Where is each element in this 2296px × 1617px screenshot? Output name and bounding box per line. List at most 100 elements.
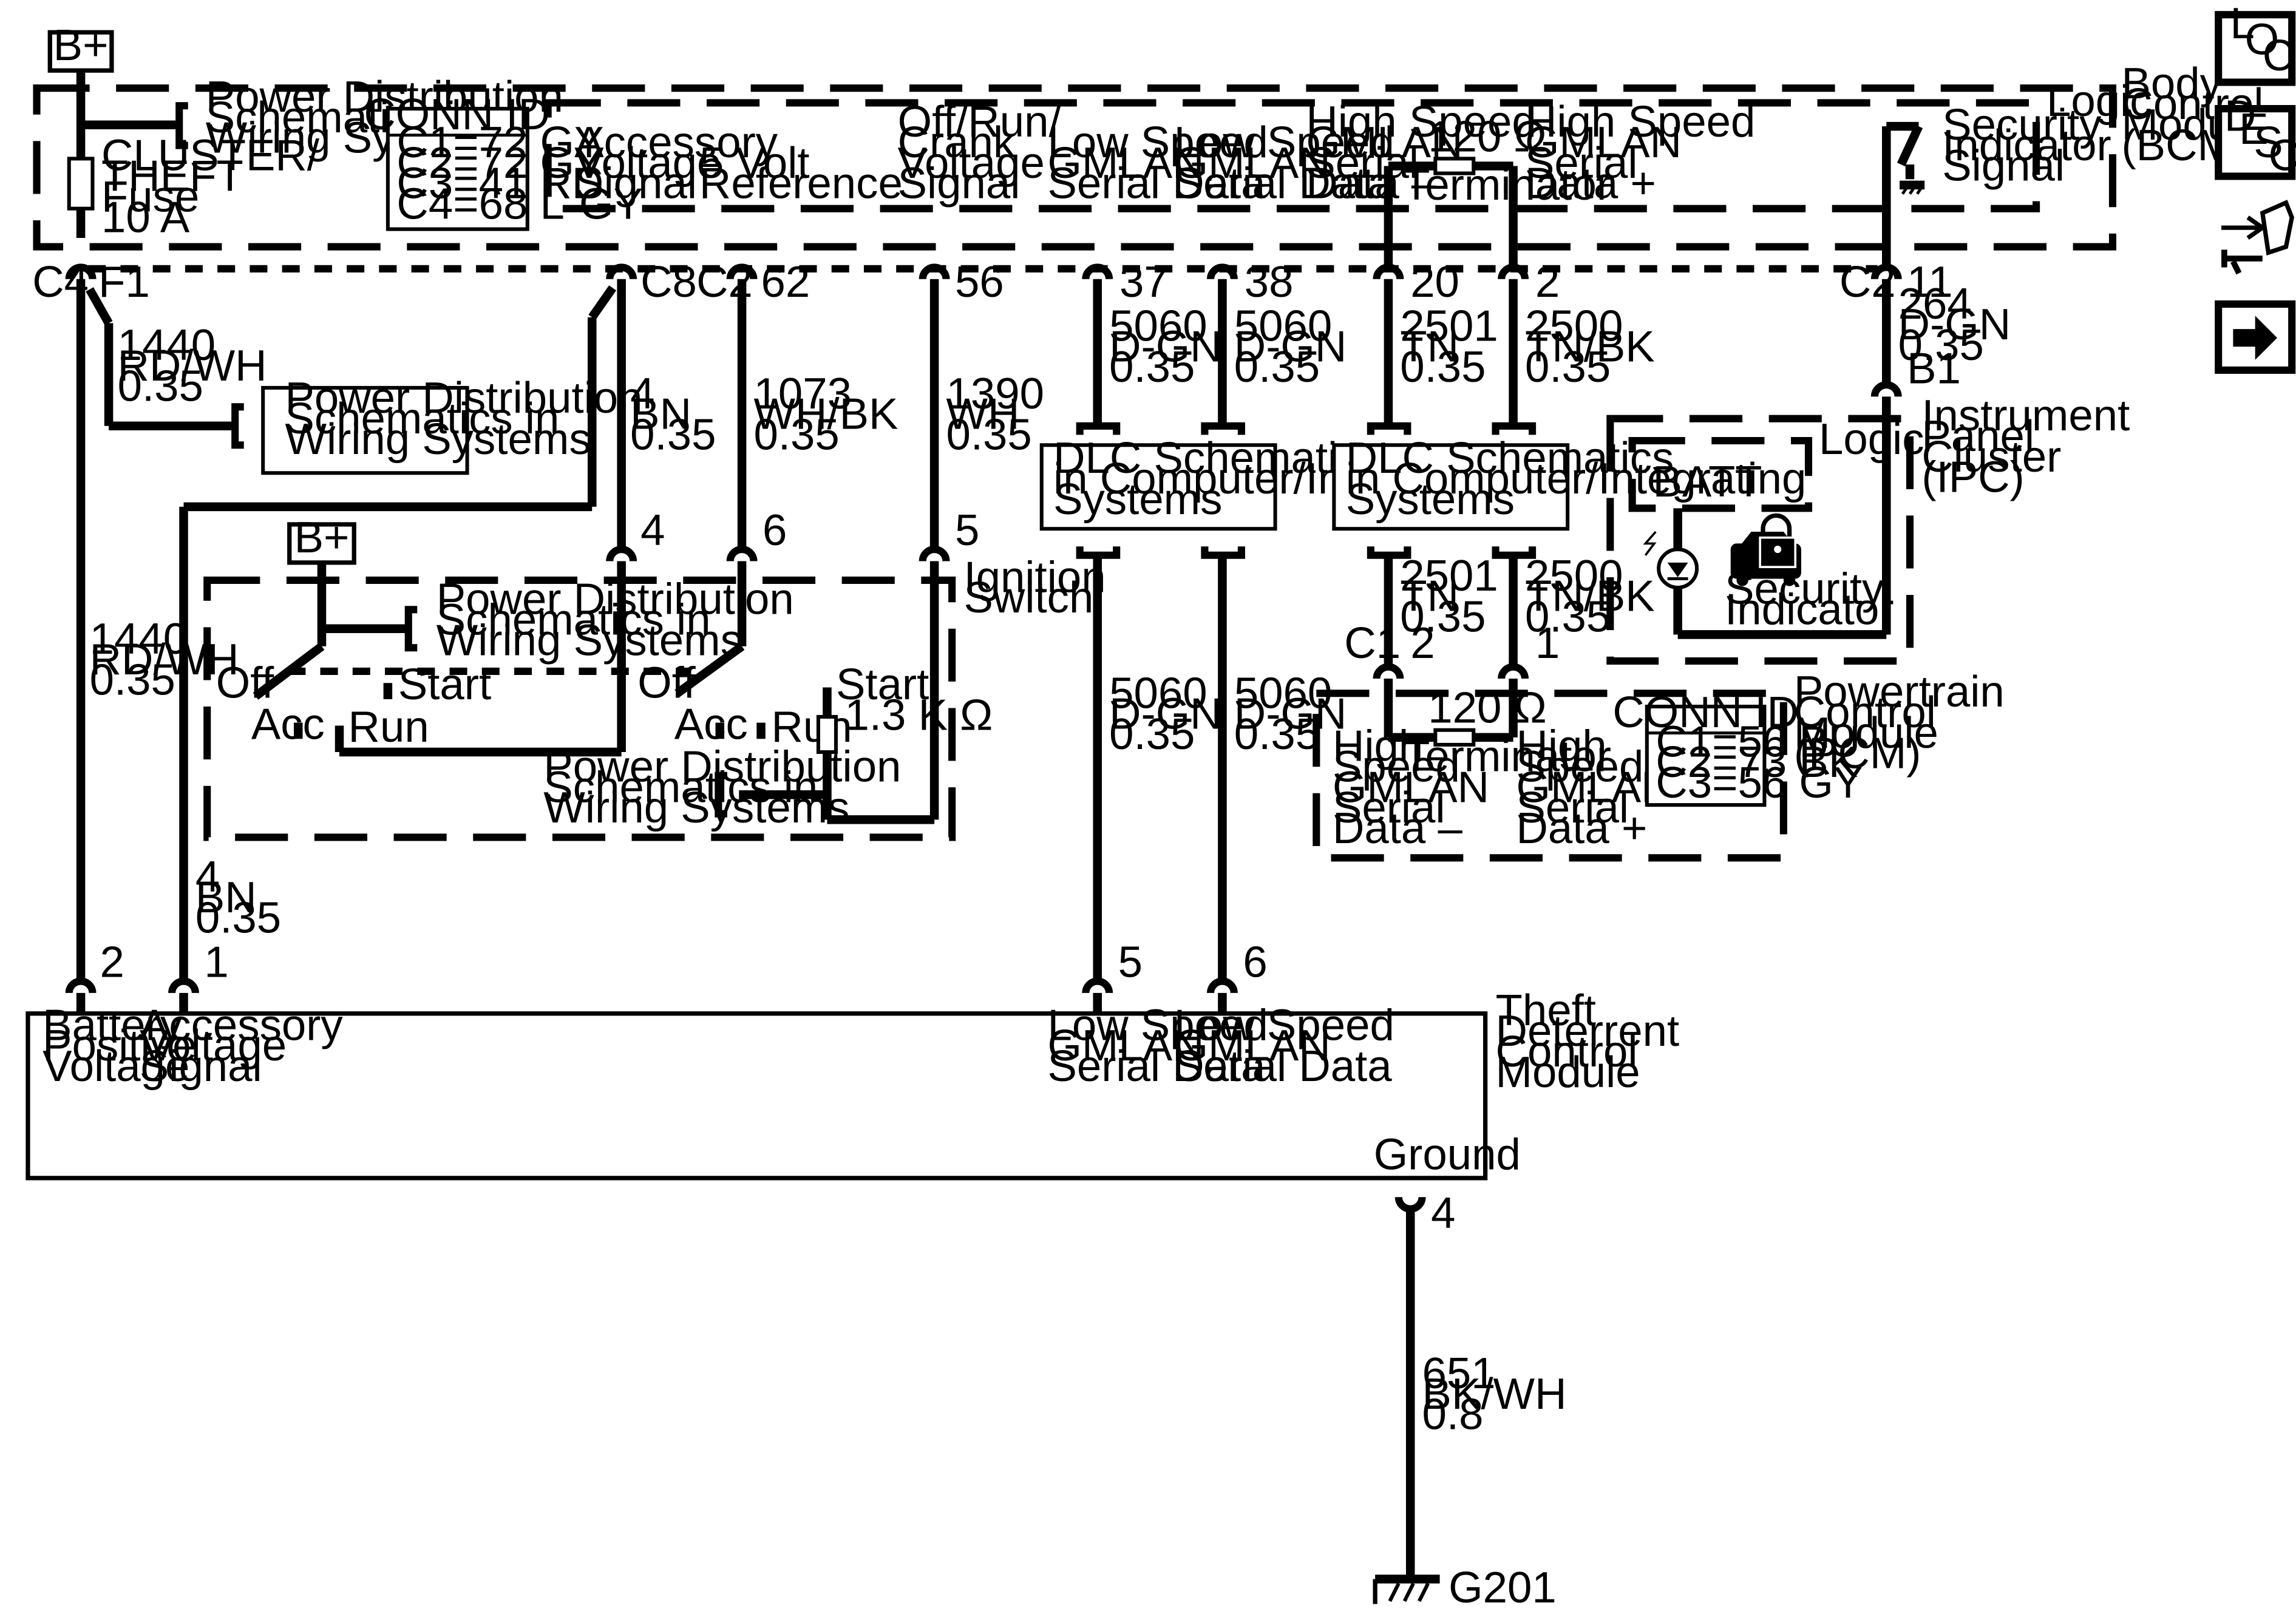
- power-dist-box-f1: Power Distribution Schematics in Wiring …: [261, 373, 643, 475]
- svg-text:4: 4: [630, 369, 654, 418]
- svg-text:Speed: Speed: [1516, 742, 1643, 791]
- svg-text:L: L: [2230, 0, 2255, 48]
- svg-text:Serial: Serial: [1525, 138, 1638, 188]
- tdcm-pins: 2 1 5 6: [65, 937, 1268, 994]
- wire-5060-d-label: 5060 D-GN 0.35: [1234, 668, 1347, 759]
- tdcm-acc-label: Accessory Voltage Signal: [140, 1000, 344, 1091]
- svg-text:C2=72 GY: C2=72 GY: [396, 138, 603, 188]
- svg-text:1440: 1440: [90, 614, 188, 663]
- svg-text:RD/WH: RD/WH: [90, 635, 239, 684]
- bcm-signal-acc: Accessory Voltage Signal: [574, 118, 778, 208]
- svg-text:Low Speed: Low Speed: [1047, 118, 1268, 167]
- svg-text:Voltage: Voltage: [140, 1021, 287, 1070]
- svg-text:Switch: Switch: [964, 573, 1094, 622]
- svg-text:651: 651: [1422, 1349, 1496, 1398]
- svg-text:B+: B+: [53, 21, 109, 70]
- bcm-boundary: [33, 84, 2117, 251]
- svg-text:BN: BN: [195, 873, 257, 922]
- bcm-signal-security: Security Indicator Signal: [1942, 100, 2111, 191]
- svg-text:Off: Off: [216, 659, 274, 708]
- bcm-signal-ls-gmlan-2: Low Speed GMLAN Serial Data: [1174, 118, 1394, 208]
- svg-text:0.35: 0.35: [195, 893, 281, 943]
- wire-5060-a-label: 5060 D-GN 0.35: [1109, 301, 1222, 392]
- security-indicator-label: Security Indicator: [1725, 564, 1894, 634]
- svg-text:Run: Run: [772, 702, 852, 751]
- bcm-logic-label: Logic: [2046, 76, 2152, 126]
- tdcm-ls2-label: Low Speed GMLAN Serial Data: [1174, 1000, 1394, 1091]
- svg-text:Off: Off: [637, 659, 696, 708]
- ignition-pins: 4 6 5: [606, 506, 979, 561]
- next-page-button[interactable]: [2215, 300, 2296, 374]
- bcm-security-switch: [1882, 121, 1925, 265]
- svg-text:(PCM): (PCM): [1794, 729, 1921, 778]
- svg-text:Reference: Reference: [699, 159, 903, 208]
- svg-text:11: 11: [1907, 257, 1952, 307]
- svg-text:GMLAN: GMLAN: [1525, 118, 1682, 167]
- bcm-signal-crank: Off/Run/ Crank Voltage Signal: [898, 97, 1062, 208]
- svg-text:GMLAN: GMLAN: [1047, 138, 1204, 188]
- svg-text:TN/BK: TN/BK: [1525, 572, 1655, 621]
- svg-text:BN: BN: [630, 390, 691, 439]
- svg-text:Power Distribution: Power Distribution: [285, 373, 642, 422]
- svg-text:High Speed: High Speed: [1306, 97, 1536, 146]
- svg-text:Security: Security: [1942, 100, 2102, 149]
- svg-text:GMLAN: GMLAN: [1174, 1021, 1331, 1070]
- pcm-conn-id-table: CONN ID C1=56 BU C2=73 BK C3=56 GY: [1612, 688, 1863, 807]
- svg-text:0.35: 0.35: [1525, 592, 1611, 642]
- svg-text:DLC Schematics: DLC Schematics: [1346, 433, 1674, 483]
- svg-text:Positive: Positive: [42, 1021, 197, 1070]
- svg-text:0.35: 0.35: [1109, 342, 1195, 392]
- svg-text:4: 4: [640, 506, 665, 555]
- power-dist-ignition-top: Power Distribution Schematics in Wiring …: [436, 575, 794, 665]
- svg-text:C3=56 GY: C3=56 GY: [1656, 758, 1863, 807]
- svg-text:Control: Control: [1794, 688, 1936, 737]
- ipc-boundary: [1606, 415, 1914, 665]
- pcm-pins: C1 2 1: [1344, 619, 1560, 679]
- svg-text:Deterrent: Deterrent: [1496, 1006, 1680, 1056]
- wire-2501-a-label: 2501 TN 0.35: [1400, 301, 1498, 392]
- bcm-connector-pins: [65, 263, 1902, 280]
- connector-wrench-icon[interactable]: [2221, 200, 2294, 275]
- tdcm-name: Theft Deterrent Control Module: [1496, 986, 1680, 1097]
- svg-text:TN: TN: [1400, 572, 1459, 621]
- svg-text:Acc: Acc: [674, 699, 748, 748]
- svg-text:Voltage: Voltage: [574, 138, 721, 188]
- svg-text:Ignition: Ignition: [964, 552, 1106, 602]
- wire-1390-label: 1390 WH 0.35: [946, 369, 1044, 459]
- svg-text:Accessory: Accessory: [574, 118, 778, 167]
- ignition-resistor-value: 1.3 K Ω: [844, 691, 993, 740]
- svg-text:Serial Data: Serial Data: [1047, 159, 1266, 208]
- svg-text:4: 4: [195, 852, 220, 901]
- svg-text:1390: 1390: [946, 369, 1044, 418]
- pcm-hs-minus-label: High Speed GMLAN Serial Data –: [1333, 722, 1489, 853]
- svg-text:Crank: Crank: [898, 118, 1016, 167]
- svg-text:Serial Data: Serial Data: [1047, 1042, 1266, 1091]
- svg-text:Module: Module: [1496, 1048, 1640, 1097]
- svg-text:2: 2: [1535, 257, 1560, 307]
- svg-text:Data +: Data +: [1516, 804, 1647, 853]
- svg-text:(IPC): (IPC): [1921, 453, 2024, 502]
- svg-text:Instrument: Instrument: [1921, 391, 2130, 440]
- svg-text:O: O: [2245, 15, 2279, 64]
- svg-text:Module: Module: [1794, 708, 1938, 758]
- svg-text:S: S: [2254, 118, 2283, 167]
- svg-text:C3=41 RD: C3=41 RD: [396, 159, 603, 208]
- svg-text:BK/WH: BK/WH: [1422, 1369, 1567, 1419]
- svg-text:1440: 1440: [118, 320, 216, 370]
- wire-5060-b-label: 5060 D-GN 0.35: [1234, 301, 1347, 392]
- desc-button[interactable]: D E S C: [2215, 91, 2296, 180]
- svg-text:TN: TN: [1400, 322, 1459, 371]
- bolt-icon: [1643, 531, 1657, 556]
- svg-text:GMLAN: GMLAN: [1047, 1021, 1204, 1070]
- bplus-ignition-badge: B+: [287, 513, 356, 565]
- svg-text:0.35: 0.35: [1400, 592, 1486, 642]
- svg-text:Schematics in: Schematics in: [543, 762, 818, 812]
- wire-4bn-lower-label: 4 BN 0.35: [195, 852, 281, 943]
- svg-text:5 Volt: 5 Volt: [699, 138, 810, 188]
- tdcm-ls1-label: Low Speed GMLAN Serial Data: [1047, 1000, 1268, 1091]
- svg-text:C1=56 BU: C1=56 BU: [1656, 717, 1860, 766]
- svg-text:RD/WH: RD/WH: [118, 341, 267, 390]
- svg-text:0.35: 0.35: [1898, 320, 1984, 370]
- loc-button[interactable]: L O C: [2215, 0, 2296, 86]
- wire-2501-b-label: 2501 TN 0.35: [1400, 551, 1498, 642]
